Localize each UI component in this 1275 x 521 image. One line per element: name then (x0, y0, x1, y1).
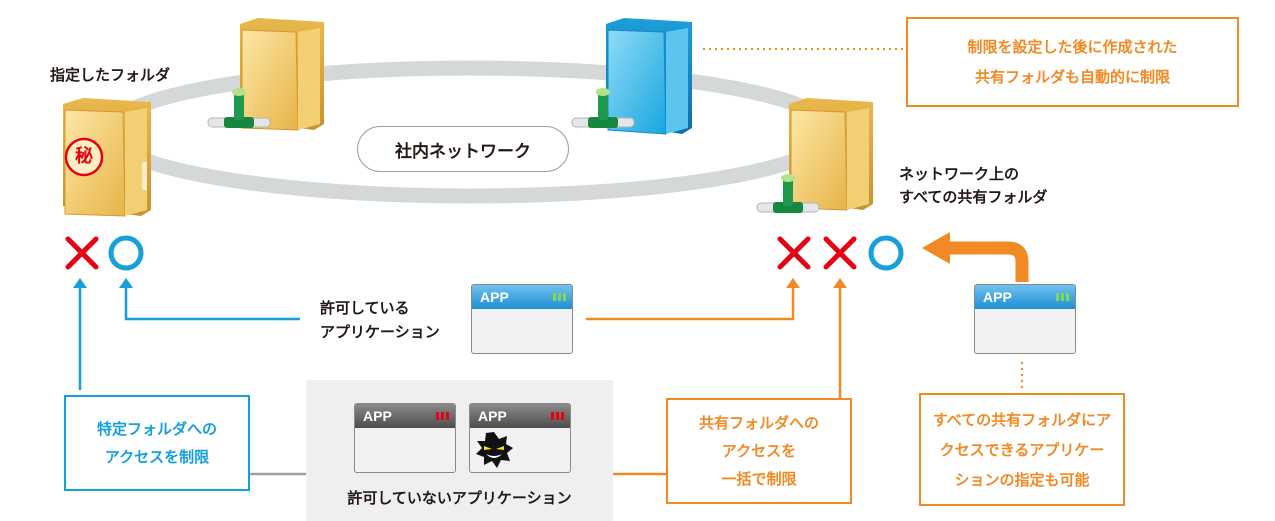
callout-auto-restrict: 制限を設定した後に作成された 共有フォルダも自動的に制限 (906, 17, 1239, 107)
callout-bulk-line-2: アクセスを (721, 442, 797, 460)
callout-bulk-line-3: 一括で制限 (721, 470, 797, 488)
status-leds (551, 412, 564, 420)
allowed-app-label-1: 許可している (320, 299, 410, 317)
malware-icon (476, 432, 513, 468)
status-leds (553, 293, 566, 301)
arrowhead-orange-1 (786, 278, 800, 288)
allow-mark-right (868, 235, 904, 271)
callout-specific-folder: 特定フォルダへの アクセスを制限 (64, 395, 250, 491)
callout-app-all-access: すべての共有フォルダにア クセスできるアプリケー ションの指定も可能 (919, 393, 1125, 506)
allowed-app-label-2: アプリケーション (320, 323, 440, 341)
arrowhead-blue-2 (119, 278, 133, 288)
status-leds (1056, 293, 1069, 301)
share-pipe-3 (756, 174, 820, 213)
folder-new-shared (606, 18, 692, 135)
deny-mark-left (65, 236, 99, 270)
callout-bulk-line-1: 共有フォルダへの (698, 414, 819, 432)
deny-mark-right-1 (777, 236, 811, 270)
callout-auto-restrict-line-2: 共有フォルダも自動的に制限 (974, 68, 1170, 86)
disallowed-app-label: 許可していないアプリケーション (347, 489, 572, 507)
network-label: 社内ネットワーク (357, 126, 569, 172)
callout-auto-restrict-line-1: 制限を設定した後に作成された (967, 38, 1178, 56)
callout-shared-folder-bulk: 共有フォルダへの アクセスを 一括で制限 (666, 398, 852, 504)
callout-app-line-3: ションの指定も可能 (954, 470, 1090, 489)
callout-specific-folder-line-1: 特定フォルダへの (96, 420, 217, 438)
secret-stamp (64, 137, 104, 177)
app-label: APP (363, 408, 392, 424)
allowed-app-window: APP (471, 284, 573, 354)
app-label: APP (983, 289, 1012, 305)
callout-app-line-2: クセスできるアプリケー (939, 440, 1105, 459)
status-leds (436, 412, 449, 420)
special-app-window: APP (974, 284, 1076, 354)
connector-blue-allowed (124, 285, 300, 321)
network-folders-label-2: すべての共有フォルダ (899, 188, 1048, 206)
callout-specific-folder-line-2: アクセスを制限 (104, 448, 210, 466)
connector-orange-allowed (586, 285, 795, 321)
callout-app-line-1: すべての共有フォルダにア (932, 410, 1112, 429)
arrowhead-blue-1 (73, 278, 87, 288)
curved-arrow-head (922, 232, 950, 264)
folder-shared-2 (789, 98, 873, 211)
specified-folder-label: 指定したフォルダ (50, 66, 171, 84)
app-label: APP (480, 289, 509, 305)
disallowed-app-window: APP (354, 403, 456, 473)
deny-mark-right-2 (823, 236, 857, 270)
folder-shared-1 (240, 18, 324, 131)
network-folders-label-1: ネットワーク上の (899, 165, 1020, 183)
curved-arrow (946, 241, 1029, 282)
share-pipe-2 (571, 88, 635, 128)
app-label: APP (478, 408, 507, 424)
share-pipe-1 (207, 88, 271, 128)
arrowhead-orange-2 (833, 278, 847, 288)
allow-mark-left (108, 235, 144, 271)
secret-stamp-text: 秘 (75, 146, 93, 167)
